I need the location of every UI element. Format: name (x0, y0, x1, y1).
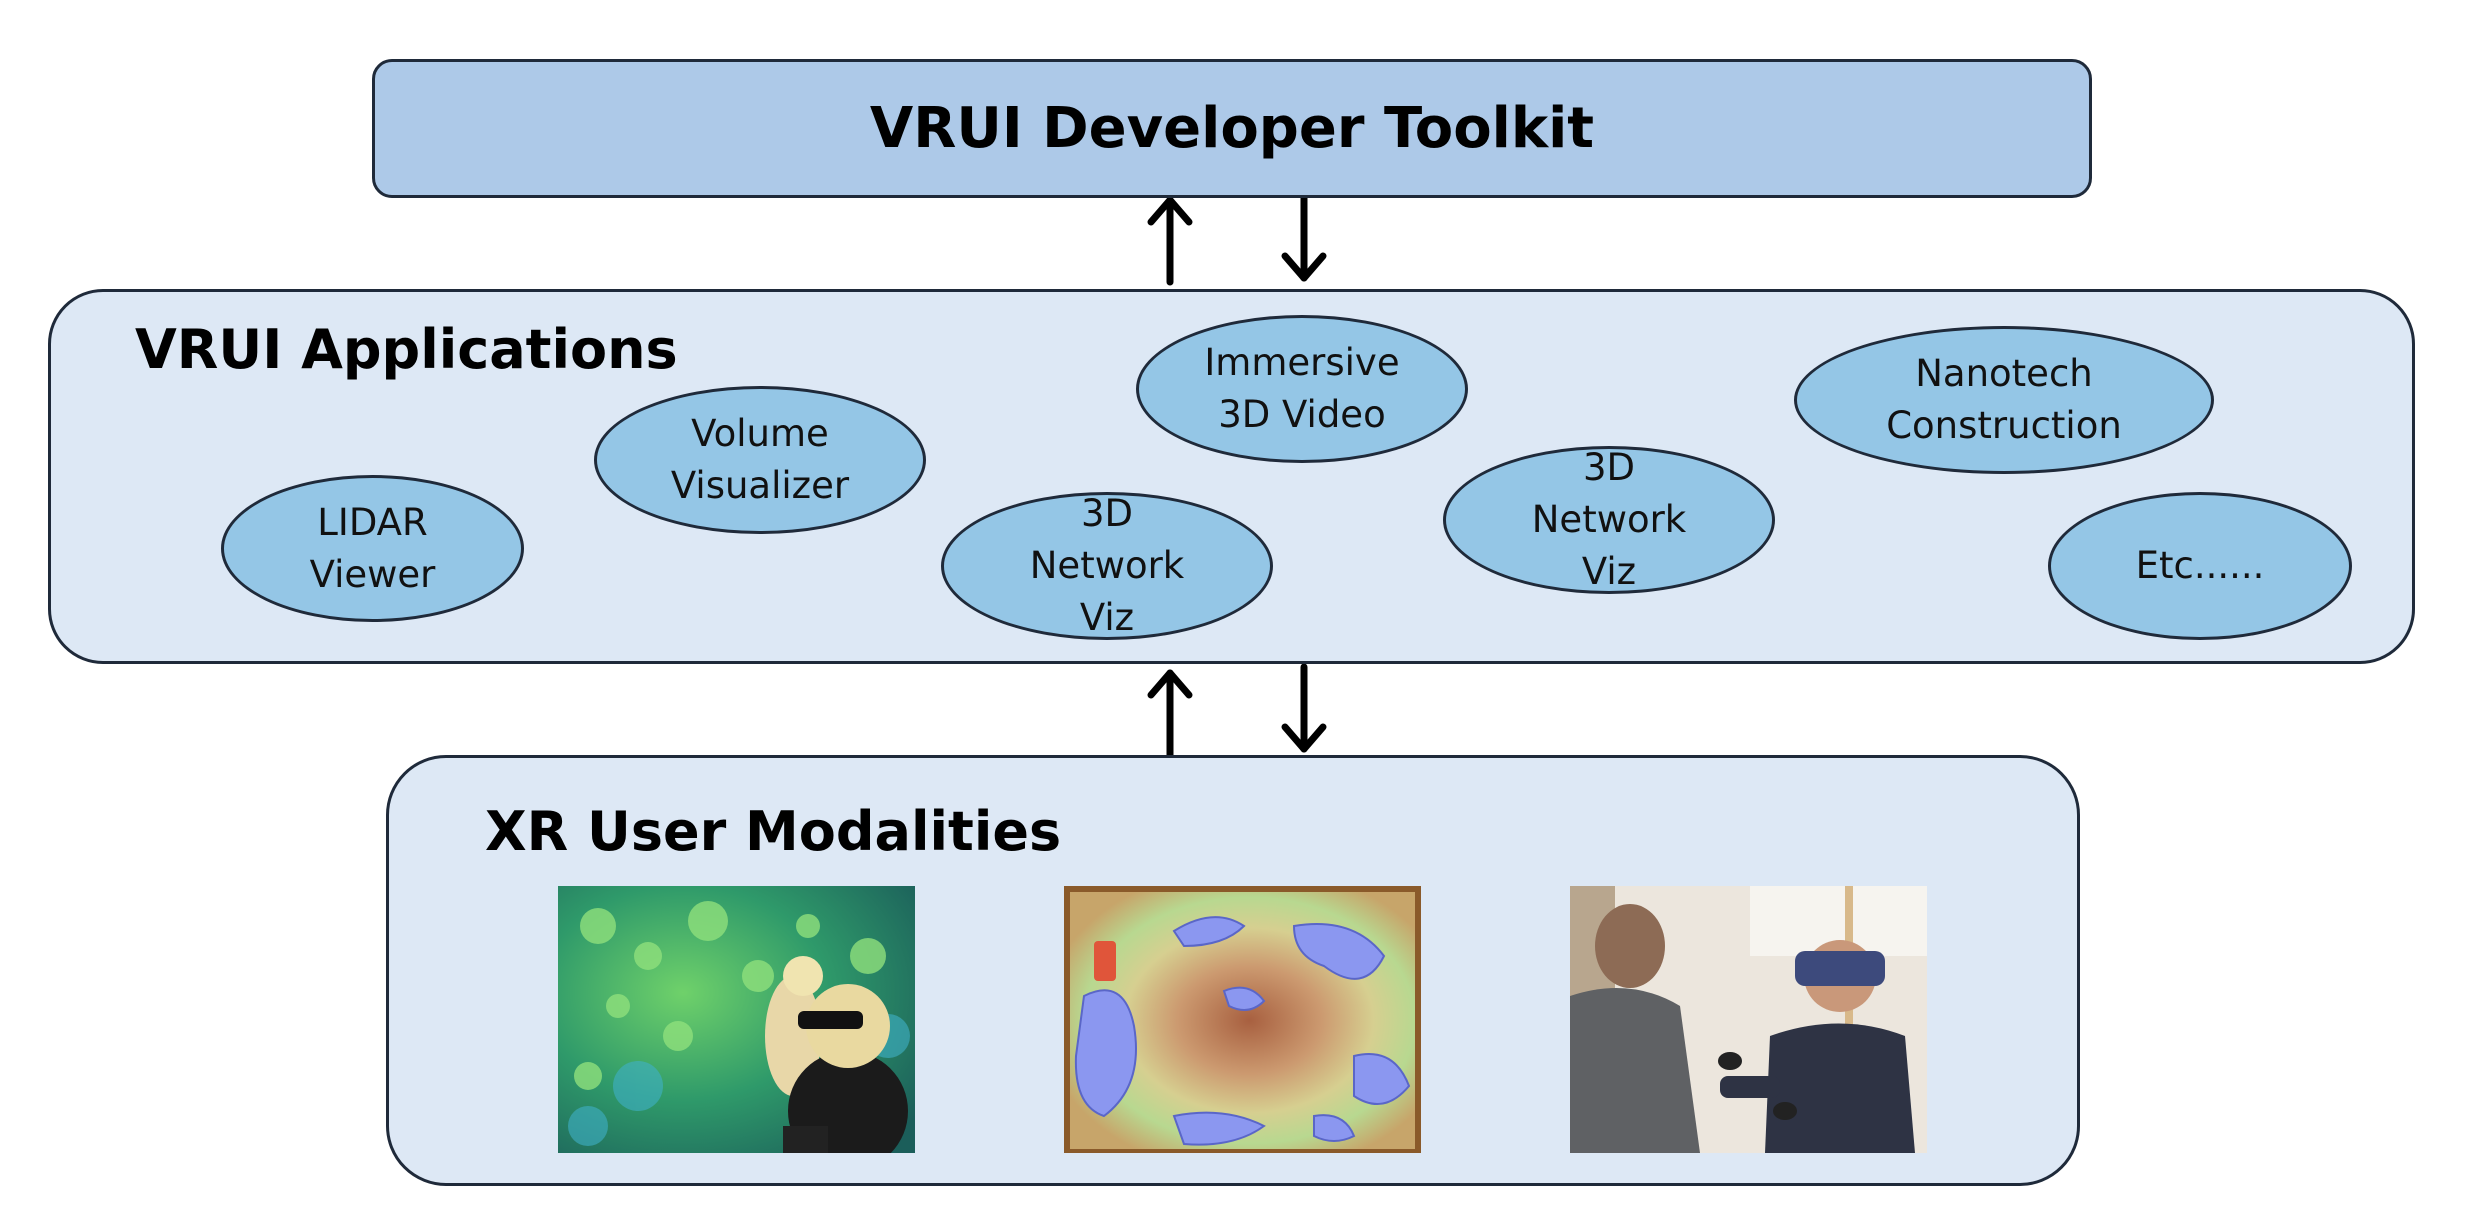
app-oval-nanotech-construction: Nanotech Construction (1794, 326, 2214, 474)
modalities-title: XR User Modalities (485, 800, 1062, 863)
app-oval-lidar-viewer: LIDAR Viewer (221, 475, 524, 622)
app-oval-etc: Etc...... (2048, 492, 2352, 640)
arrow-up-modalities-to-apps (1147, 669, 1193, 759)
arrow-down-toolkit-to-apps (1281, 192, 1327, 282)
arrow-up-apps-to-toolkit (1147, 196, 1193, 286)
vr-headset-photo (1570, 886, 1927, 1153)
applications-title: VRUI Applications (135, 318, 678, 381)
app-oval-immersive-3d-video: Immersive 3D Video (1136, 315, 1468, 463)
arrow-down-apps-to-modalities (1281, 663, 1327, 753)
ar-sandbox-photo (1064, 886, 1421, 1153)
toolkit-box: VRUI Developer Toolkit (372, 59, 2092, 198)
app-oval-volume-visualizer: Volume Visualizer (594, 386, 926, 534)
app-oval-3d-network-viz-left: 3D Network Viz (941, 492, 1273, 640)
app-oval-3d-network-viz-right: 3D Network Viz (1443, 446, 1775, 594)
toolkit-title: VRUI Developer Toolkit (869, 96, 1595, 161)
cave-display-photo (558, 886, 915, 1153)
